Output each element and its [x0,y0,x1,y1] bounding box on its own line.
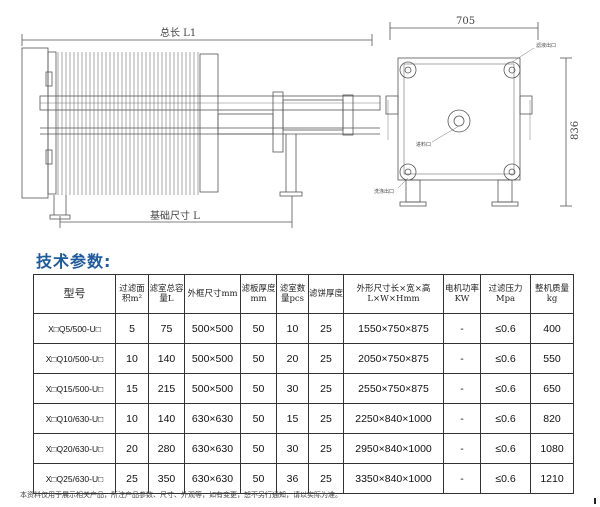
header-motor-power: 电机功率KW [443,274,481,314]
cell: 50 [240,343,277,374]
table-row: X□Q10/500-U□ 10 140 500×500 50 20 25 205… [33,343,574,374]
header-filter-area: 过滤面积m² [115,274,149,314]
side-view-drawing [385,22,572,207]
cell: 50 [240,463,277,494]
header-frame-size: 外框尺寸mm [184,274,241,314]
cell: 10 [115,403,149,434]
cell: 50 [240,433,277,464]
header-weight: 整机质量kg [530,274,574,314]
cell: 50 [240,313,277,344]
cell-model: X□Q20/630-U□ [33,433,116,464]
cell: 650 [530,373,574,404]
cell: 75 [148,313,185,344]
spec-table: 型号 过滤面积m² 滤室总容量L 外框尺寸mm 滤板厚度mm 滤室数量pcs 滤… [33,274,574,494]
cell: 1550×750×875 [343,313,444,344]
cell: 25 [308,343,344,374]
cell: - [443,433,481,464]
table-row: X□Q20/630-U□ 20 280 630×630 50 30 25 295… [33,433,574,464]
cell-model: X□Q15/500-U□ [33,373,116,404]
cell: 630×630 [184,433,241,464]
cell: 10 [276,313,309,344]
cell: 550 [530,343,574,374]
cell: ≤0.6 [480,463,531,494]
cell: 30 [276,373,309,404]
cell: 350 [148,463,185,494]
cell: 10 [115,343,149,374]
cell-model: X□Q10/630-U□ [33,403,116,434]
header-cake-thickness: 滤饼厚度 [308,274,344,314]
cell: 140 [148,403,185,434]
side-width-label: 705 [456,16,475,27]
cell: ≤0.6 [480,343,531,374]
cell: 630×630 [184,463,241,494]
cell: 215 [148,373,185,404]
cell: 2950×840×1000 [343,433,444,464]
section-title: 技术参数: [36,252,112,271]
cell: 630×630 [184,403,241,434]
cell-model: X□Q25/630-U□ [33,463,116,494]
cell: 25 [308,433,344,464]
cell: 25 [308,313,344,344]
total-length-label: 总长 L1 [160,26,196,39]
cell: 500×500 [184,343,241,374]
cell: ≤0.6 [480,403,531,434]
side-height-label: 836 [570,121,581,140]
header-overall-dimensions: 外形尺寸长×宽×高L×W×Hmm [343,274,444,314]
base-length-label: 基础尺寸 L [150,209,200,222]
cell: 50 [240,373,277,404]
header-filter-pressure: 过滤压力Mpa [480,274,531,314]
table-row: X□Q10/630-U□ 10 140 630×630 50 15 25 225… [33,403,574,434]
cell: 25 [308,463,344,494]
cell: 500×500 [184,373,241,404]
cell: 500×500 [184,313,241,344]
cell: 3350×840×1000 [343,463,444,494]
cell: ≤0.6 [480,433,531,464]
cell: 15 [115,373,149,404]
table-row: X□Q5/500-U□ 5 75 500×500 50 10 25 1550×7… [33,313,574,344]
header-model: 型号 [33,274,116,314]
cell: 5 [115,313,149,344]
page-mark [594,498,596,504]
cell: 400 [530,313,574,344]
cell: 1080 [530,433,574,464]
cell: 280 [148,433,185,464]
cell: 2050×750×875 [343,343,444,374]
callout-filtrate-outlet: 滤液出口 [536,42,556,49]
footnote: 本资料仅用于展示相关产品，所注产品参数、尺寸、外观等，如有变更，恕不另行通知，请… [20,491,342,499]
cell: 15 [276,403,309,434]
cell: 820 [530,403,574,434]
header-chamber-count: 滤室数量pcs [276,274,309,314]
header-plate-thickness: 滤板厚度mm [240,274,277,314]
cell: - [443,313,481,344]
cell: 50 [240,403,277,434]
cell-model: X□Q5/500-U□ [33,313,116,344]
cell: - [443,403,481,434]
cell: 25 [115,463,149,494]
callout-feed-inlet: 进料口 [416,141,431,148]
table-row: X□Q25/630-U□ 25 350 630×630 50 36 25 335… [33,463,574,494]
cell-model: X□Q10/500-U□ [33,343,116,374]
cell: 2550×750×875 [343,373,444,404]
cell: 36 [276,463,309,494]
technical-drawing: 总长 L1 基础尺寸 L 705 836 滤液出口 进料口 洗涤出口 [21,16,581,228]
cell: - [443,373,481,404]
cell: 25 [308,373,344,404]
cell: 2250×840×1000 [343,403,444,434]
cell: 30 [276,433,309,464]
table-header-row: 型号 过滤面积m² 滤室总容量L 外框尺寸mm 滤板厚度mm 滤室数量pcs 滤… [33,274,574,314]
front-view-drawing [21,34,381,228]
cell: ≤0.6 [480,373,531,404]
cell: 1210 [530,463,574,494]
cell: ≤0.6 [480,313,531,344]
cell: 25 [308,403,344,434]
cell: - [443,463,481,494]
cell: 140 [148,343,185,374]
header-chamber-volume: 滤室总容量L [148,274,185,314]
cell: 20 [115,433,149,464]
table-row: X□Q15/500-U□ 15 215 500×500 50 30 25 255… [33,373,574,404]
callout-wash-outlet: 洗涤出口 [374,188,394,195]
cell: - [443,343,481,374]
cell: 20 [276,343,309,374]
